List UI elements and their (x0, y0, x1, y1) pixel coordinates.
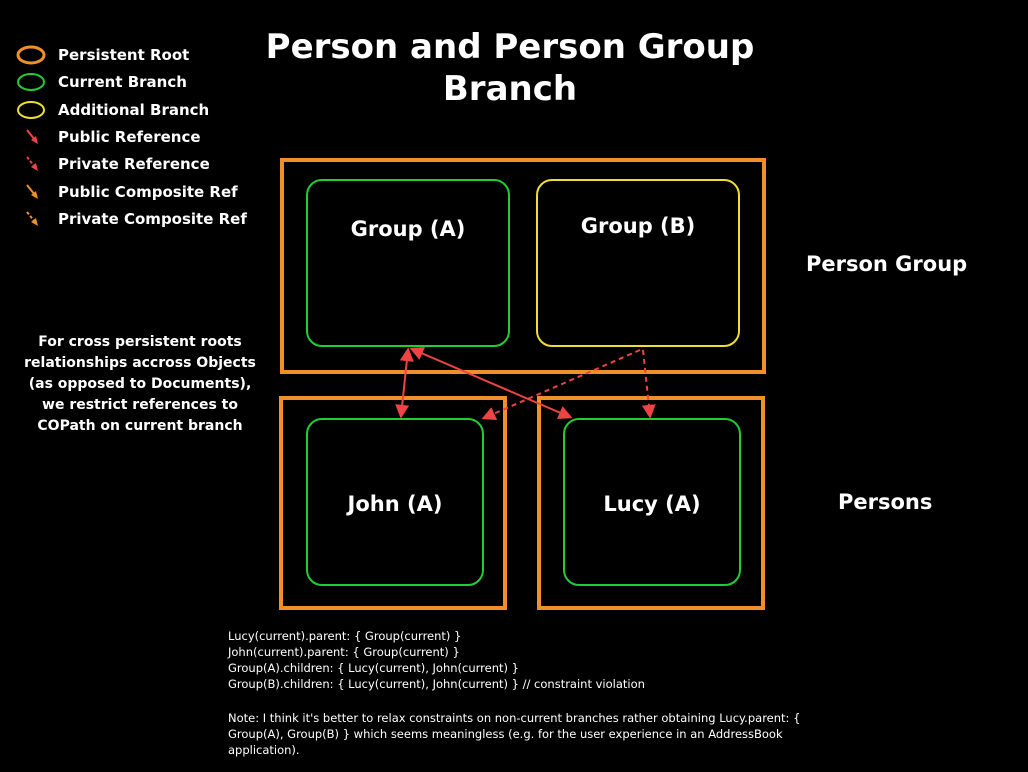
legend-item-public-reference: Public Reference (14, 126, 201, 148)
legend-label: Additional Branch (58, 101, 210, 119)
legend-item-private-reference: Private Reference (14, 153, 210, 175)
orange-dashed-arrow-icon (26, 211, 38, 226)
side-label-persons: Persons (838, 490, 933, 514)
box-label-lucy-a: Lucy (A) (603, 492, 701, 516)
public-reference-lucy-group-a (409, 346, 573, 420)
legend-item-public-composite-ref: Public Composite Ref (14, 181, 238, 203)
page-title: Person and Person Group Branch (240, 26, 780, 110)
bottom-note: Note: I think it's better to relax const… (228, 711, 801, 757)
side-label-person-group: Person Group (806, 252, 968, 276)
branch-john-a: John (A) (306, 418, 484, 586)
orange-ellipse-icon (16, 45, 46, 65)
legend-label: Public Composite Ref (58, 183, 238, 201)
code-line: John(current).parent: { Group(current) } (228, 645, 460, 659)
legend-item-persistent-root: Persistent Root (14, 44, 189, 66)
persistent-root-john (279, 396, 507, 610)
box-label-group-a: Group (A) (350, 217, 466, 241)
legend-label: Private Reference (58, 155, 210, 173)
red-solid-arrow-icon (26, 129, 38, 144)
legend-item-private-composite-ref: Private Composite Ref (14, 208, 247, 230)
legend-item-current-branch: Current Branch (14, 71, 187, 93)
public-reference-john-group-a (395, 347, 414, 419)
code-line: Group(B).children: { Lucy(current), John… (228, 677, 645, 691)
branch-lucy-a: Lucy (A) (563, 418, 741, 586)
red-dashed-arrow-icon (26, 156, 38, 171)
code-line: Lucy(current).parent: { Group(current) } (228, 629, 462, 643)
yellow-ellipse-icon (17, 101, 45, 119)
legend-label: Persistent Root (58, 46, 190, 64)
box-label-group-b: Group (B) (580, 214, 696, 238)
title-line-2: Branch (442, 69, 578, 109)
private-reference-group-b-lucy (641, 349, 656, 419)
persistent-root-lucy (537, 396, 765, 610)
branch-group-a: Group (A) (306, 179, 510, 347)
legend-label: Current Branch (58, 73, 187, 91)
private-reference-group-b-john (481, 349, 641, 420)
code-line: Group(A).children: { Lucy(current), John… (228, 661, 519, 675)
legend-label: Private Composite Ref (58, 210, 247, 228)
box-label-john-a: John (A) (347, 492, 443, 516)
green-ellipse-icon (17, 73, 45, 91)
title-line-1: Person and Person Group (265, 27, 755, 67)
cross-root-note: For cross persistent roots relationships… (24, 334, 256, 434)
branch-group-b: Group (B) (536, 179, 740, 347)
legend-label: Public Reference (58, 128, 201, 146)
orange-solid-arrow-icon (26, 184, 38, 199)
legend-item-additional-branch: Additional Branch (14, 99, 209, 121)
